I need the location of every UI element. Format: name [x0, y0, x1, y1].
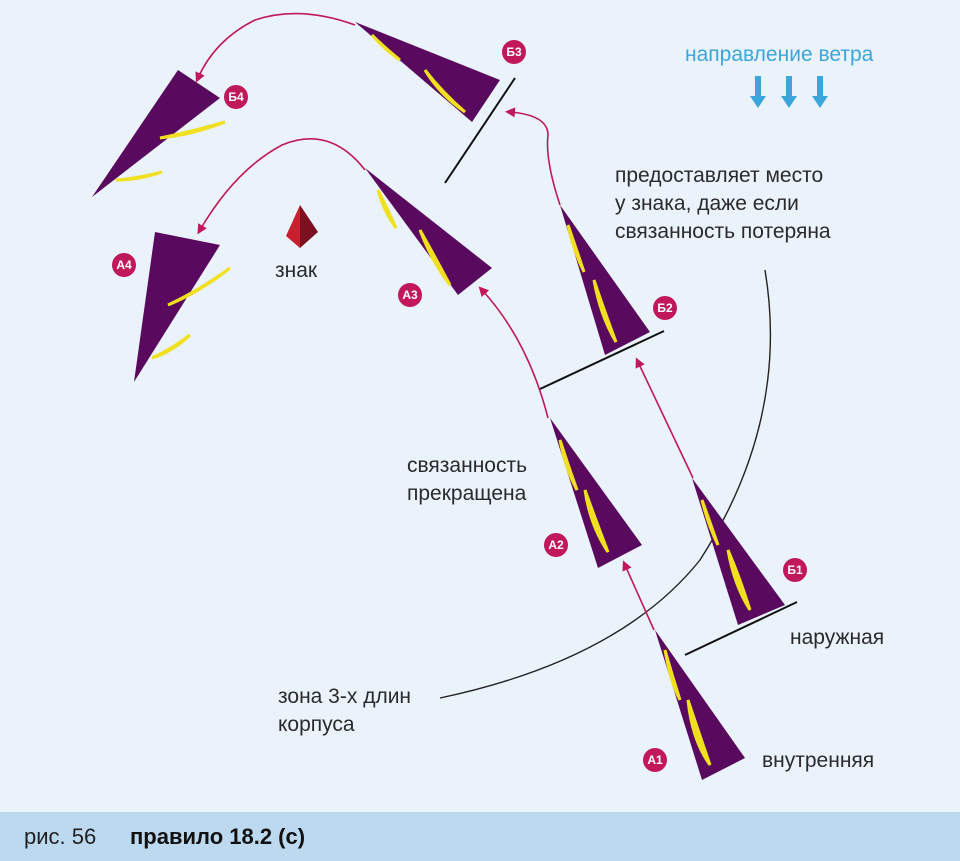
boat-b4 [92, 70, 226, 197]
overlap-line-1 [684, 601, 798, 656]
mark-icon [286, 205, 318, 248]
boat-b2 [560, 205, 650, 355]
tag-b4-label: Б4 [228, 90, 244, 104]
overlap-line-3 [444, 77, 516, 184]
figure-rule-title: правило 18.2 (с) [130, 824, 306, 849]
figure-number: рис. 56 [24, 824, 97, 849]
tag-b1: Б1 [783, 558, 807, 582]
zone-text-line-1: зона 3-х длин [278, 685, 411, 708]
zone-text-line-2: корпуса [278, 713, 355, 736]
tag-a4-label: А4 [116, 258, 132, 272]
track-b1-b2 [635, 357, 694, 479]
track-a1-a2 [622, 560, 655, 631]
boat-b3 [355, 22, 500, 122]
overlap-text-line-2: прекращена [407, 482, 527, 505]
wind-label: направление ветра [685, 43, 874, 66]
tag-a1: А1 [643, 748, 667, 772]
inside-label: внутренняя [762, 749, 874, 772]
tag-b4: Б4 [224, 85, 248, 109]
wind-arrow-icon [812, 76, 828, 108]
tag-b1-label: Б1 [787, 563, 803, 577]
outside-label: наружная [790, 626, 884, 649]
tracks [195, 12, 694, 631]
wind-arrow-icon [750, 76, 766, 108]
room-text-line-1: предоставляет место [615, 164, 823, 187]
tag-a2: А2 [544, 533, 568, 557]
boat-a4 [134, 232, 231, 382]
wind-arrow-icon [781, 76, 797, 108]
boat-b1 [692, 478, 785, 625]
room-text-line-2: у знака, даже если [615, 192, 799, 215]
tag-b2: Б2 [653, 296, 677, 320]
tag-a3: А3 [398, 283, 422, 307]
track-b2-b3 [505, 107, 561, 206]
tag-a1-label: А1 [647, 753, 663, 767]
tag-b2-label: Б2 [657, 301, 673, 315]
track-a3-a4 [197, 138, 366, 235]
tag-b3: Б3 [502, 40, 526, 64]
overlap-lines [444, 77, 798, 656]
tag-b3-label: Б3 [506, 45, 522, 59]
figure-caption-bar: рис. 56 правило 18.2 (с) [0, 812, 960, 861]
room-text-line-3: связанность потеряна [615, 220, 831, 243]
tag-a4: А4 [112, 253, 136, 277]
zone-circle-arc [439, 269, 772, 699]
boat-a1 [655, 630, 745, 780]
mark-label: знак [275, 259, 318, 282]
overlap-line-2 [539, 330, 665, 390]
track-b3-b4 [195, 12, 356, 83]
tag-a2-label: А2 [548, 538, 564, 552]
wind-arrows [750, 76, 828, 108]
overlap-text-line-1: связанность [407, 454, 527, 477]
track-a2-a3 [478, 286, 549, 419]
boat-a3 [365, 168, 492, 295]
tag-a3-label: А3 [402, 288, 418, 302]
boat-a2 [550, 418, 642, 568]
